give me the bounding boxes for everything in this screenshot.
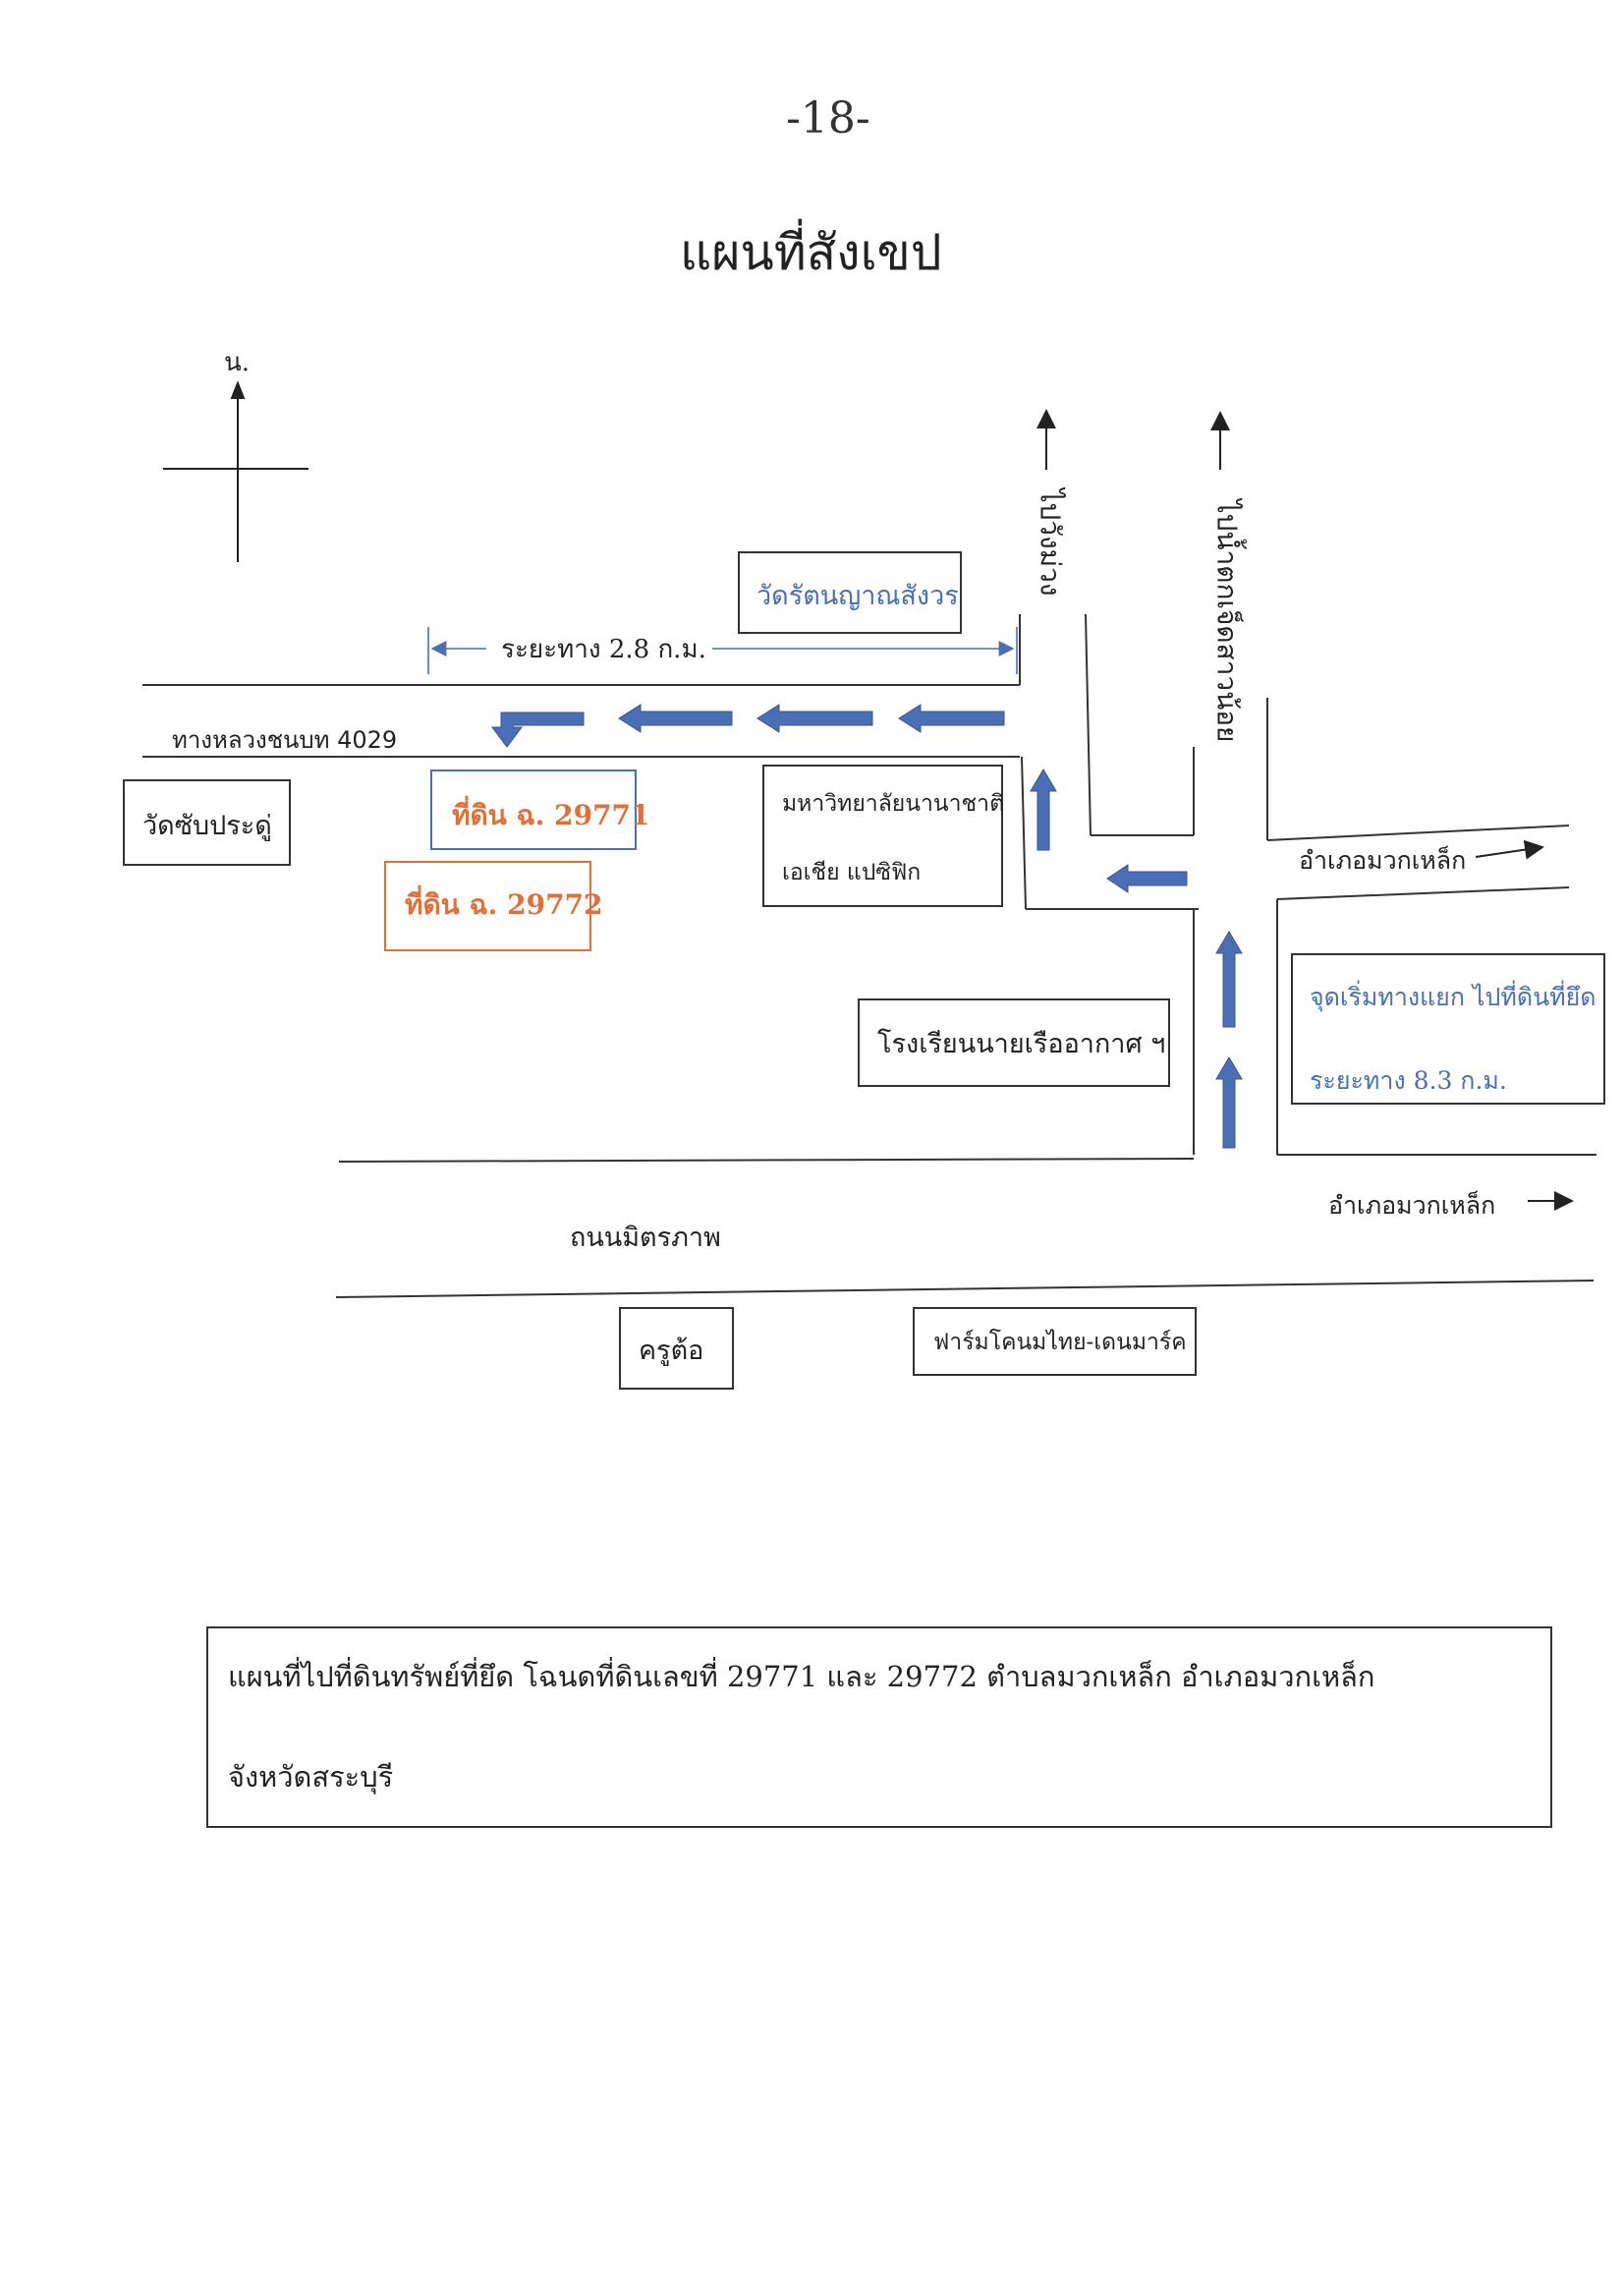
route-arrow-left xyxy=(756,704,873,733)
university-box xyxy=(762,765,1003,907)
to-wang-muang-label: ไปวังม่วง xyxy=(1034,488,1067,597)
dairy-farm-box xyxy=(913,1307,1197,1376)
to-muak-lek-label-1: อำเภอมวกเหล็ก xyxy=(1299,846,1467,875)
parcel-29771-box xyxy=(430,769,637,850)
route-arrows xyxy=(491,704,1243,1149)
khru-to-label: ครูต้อ xyxy=(639,1336,704,1366)
route-arrow-up xyxy=(1030,769,1057,851)
route-arrow-up xyxy=(1215,931,1243,1028)
caption-line1: แผนที่ไปที่ดินทรัพย์ที่ยึด โฉนดที่ดินเลข… xyxy=(228,1660,1375,1693)
distance-line xyxy=(427,627,1018,674)
direction-arrows xyxy=(1036,409,1574,1211)
map-title: แผนที่สังเขป xyxy=(680,224,942,281)
khru-to-box xyxy=(619,1307,734,1390)
to-muak-lek-label-2: อำเภอมวกเหล็ก xyxy=(1328,1191,1496,1220)
route-arrow-left xyxy=(618,704,733,733)
route-arrow-turn xyxy=(491,712,585,748)
university-label-line2: เอเชีย แปซิฟิก xyxy=(782,860,922,885)
airforce-school-box xyxy=(858,998,1170,1087)
wat-sap-pradu-box xyxy=(123,779,291,866)
route-arrow-up xyxy=(1215,1056,1243,1149)
dairy-farm-label: ฟาร์มโคนมไทย-เดนมาร์ค xyxy=(933,1330,1187,1355)
route-arrow-left xyxy=(1106,864,1188,893)
north-label: น. xyxy=(224,348,251,377)
route-arrow-left xyxy=(898,704,1005,733)
wat-sap-pradu-label: วัดซับประดู่ xyxy=(142,811,272,841)
university-label-line1: มหาวิทยาลัยนานาชาติ xyxy=(782,791,1005,817)
to-waterfall-label: ไปน้ำตกเจ็ดสาวน้อย xyxy=(1210,499,1244,743)
distance-label: ระยะทาง 2.8 ก.ม. xyxy=(501,635,706,664)
airforce-school-label: โรงเรียนนายเรืออากาศ ฯ xyxy=(877,1029,1166,1059)
parcel-29772-label: ที่ดิน ฉ. 29772 xyxy=(405,888,603,921)
page-number: -18- xyxy=(786,93,870,143)
caption-box xyxy=(206,1626,1552,1828)
side-roads xyxy=(1019,613,1596,1156)
caption-line2: จังหวัดสระบุรี xyxy=(228,1760,394,1794)
compass-icon xyxy=(163,380,308,562)
wat-rattanayan-box xyxy=(738,551,962,634)
start-point-line2: ระยะทาง 8.3 ก.ม. xyxy=(1310,1066,1507,1095)
wat-rattanayan-label: วัดรัตนญาณสังวร xyxy=(756,581,959,611)
highway-4029-label: ทางหลวงชนบท 4029 xyxy=(172,726,398,754)
highway-4029-road xyxy=(142,684,1020,758)
parcel-29772-box xyxy=(384,861,591,951)
mittraphap-road-label: ถนนมิตรภาพ xyxy=(570,1223,721,1253)
start-point-line1: จุดเริ่มทางแยก ไปที่ดินที่ยึด xyxy=(1310,983,1596,1011)
start-point-box xyxy=(1291,953,1605,1105)
mittraphap-road xyxy=(335,1158,1595,1298)
parcel-29771-label: ที่ดิน ฉ. 29771 xyxy=(452,799,650,831)
